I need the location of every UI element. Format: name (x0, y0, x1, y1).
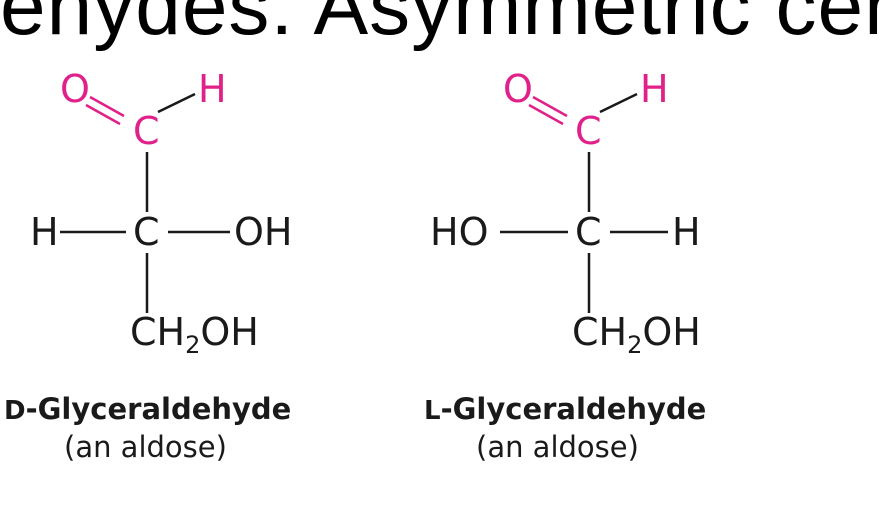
molecule-description: (an aldose) (64, 430, 227, 464)
slide-title: ehydes: Asymmetric cen (0, 0, 892, 52)
carbonyl-oxygen: O (503, 67, 533, 111)
right-substituent: OH (234, 210, 293, 254)
molecule-description: (an aldose) (476, 430, 639, 464)
right-substituent: H (672, 210, 701, 254)
aldehyde-hydrogen: H (198, 67, 227, 111)
carbonyl-oxygen: O (60, 67, 90, 111)
left-substituent: H (30, 210, 59, 254)
carbonyl-carbon: C (133, 109, 160, 153)
carbonyl-carbon: C (575, 109, 602, 153)
hydroxymethyl-group: CH2OH (572, 310, 701, 359)
left-substituent: HO (430, 210, 489, 254)
hydroxymethyl-group: CH2OH (130, 310, 259, 359)
molecule-name: L-Glyceraldehyde (424, 392, 707, 426)
aldehyde-hydrogen: H (640, 67, 669, 111)
chiral-carbon: C (133, 210, 160, 254)
chiral-carbon: C (575, 210, 602, 254)
molecule-name: D-Glyceraldehyde (4, 392, 292, 426)
